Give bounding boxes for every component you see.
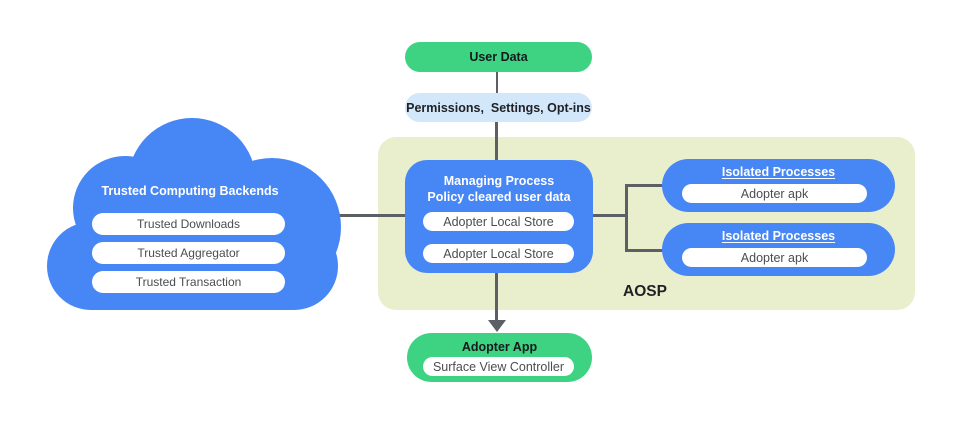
adopter-apk-2: Adopter apk	[682, 248, 867, 267]
adopter-app-title: Adopter App	[461, 340, 538, 354]
managing-process-title: Managing Process Policy cleared user dat…	[405, 173, 593, 205]
cloud-item-trusted-downloads: Trusted Downloads	[92, 213, 285, 235]
isolated-processes-title-1: Isolated Processes	[721, 165, 836, 179]
connector-branch-vertical	[625, 184, 628, 252]
adopter-local-store-1: Adopter Local Store	[423, 212, 574, 231]
aosp-label: AOSP	[623, 283, 667, 300]
connector-managing-branch	[588, 214, 628, 217]
permissions-settings-optins-node: Permissions, Settings, Opt-ins	[405, 93, 592, 122]
user-data-node: User Data	[405, 42, 592, 72]
cloud-shape	[47, 222, 338, 310]
connector-branch-top	[626, 184, 664, 187]
arrowhead-down-icon	[488, 320, 506, 332]
connector-branch-bottom	[626, 249, 664, 252]
isolated-processes-title-2: Isolated Processes	[721, 229, 836, 243]
connector-permissions-managing	[495, 121, 498, 163]
adopter-apk-1: Adopter apk	[682, 184, 867, 203]
adopter-local-store-2: Adopter Local Store	[423, 244, 574, 263]
cloud-title: Trusted Computing Backends	[101, 184, 279, 198]
connector-cloud-managing	[318, 214, 410, 217]
connector-userdata-permissions	[496, 71, 498, 95]
cloud-item-trusted-aggregator: Trusted Aggregator	[92, 242, 285, 264]
connector-managing-adopterapp	[495, 271, 498, 322]
managing-process-title-line1: Managing Process	[443, 174, 555, 188]
cloud-item-trusted-transaction: Trusted Transaction	[92, 271, 285, 293]
surface-view-controller-pill: Surface View Controller	[423, 357, 574, 376]
managing-process-title-line2: Policy cleared user data	[427, 190, 571, 204]
